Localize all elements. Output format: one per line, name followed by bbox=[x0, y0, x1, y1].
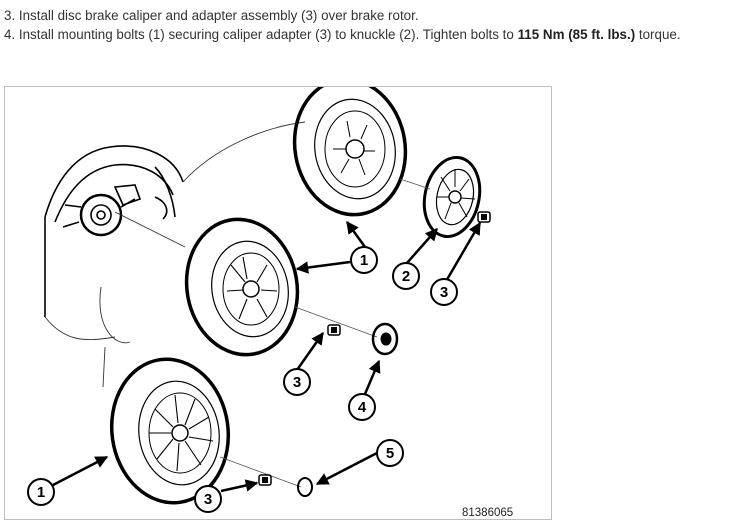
callout-3-bottom-lug-nut: 3 bbox=[194, 485, 222, 513]
vehicle-fender bbox=[44, 145, 184, 317]
svg-text:2: 2 bbox=[402, 268, 410, 285]
lug-nut-cap bbox=[297, 477, 313, 497]
bottom-lug-nut bbox=[258, 474, 272, 486]
svg-text:4: 4 bbox=[358, 399, 367, 416]
svg-text:1: 1 bbox=[37, 484, 45, 501]
wheel-installation-diagram: 1 2 3 3 4 1 3 5 81386065 bbox=[4, 86, 552, 520]
step-4-suffix: torque. bbox=[635, 27, 681, 42]
bottom-wheel bbox=[109, 357, 302, 505]
top-wheel bbox=[292, 87, 408, 217]
leader-arrows bbox=[52, 220, 482, 493]
center-cap bbox=[371, 322, 399, 356]
middle-lug-nut bbox=[327, 324, 341, 336]
diagram-drawing: 1 2 3 3 4 1 3 5 bbox=[27, 87, 491, 513]
svg-text:3: 3 bbox=[204, 491, 212, 508]
top-hubcap bbox=[399, 155, 482, 239]
svg-text:1: 1 bbox=[360, 252, 368, 269]
middle-wheel bbox=[184, 217, 378, 357]
svg-text:3: 3 bbox=[440, 284, 448, 301]
instruction-step-3: 3. Install disc brake caliper and adapte… bbox=[4, 8, 419, 23]
callout-labels: 1 2 3 3 4 1 3 5 bbox=[27, 246, 458, 513]
callout-4-center-cap: 4 bbox=[348, 393, 376, 421]
svg-text:3: 3 bbox=[293, 374, 301, 391]
callout-2-hubcap: 2 bbox=[392, 262, 420, 290]
callout-3-top-lug-nut: 3 bbox=[430, 278, 458, 306]
callout-1-top-wheel: 1 bbox=[350, 246, 378, 274]
callout-1-bottom-wheel: 1 bbox=[27, 478, 55, 506]
callout-3-middle-lug-nut: 3 bbox=[283, 368, 311, 396]
svg-text:5: 5 bbox=[386, 445, 394, 462]
instruction-step-4: 4. Install mounting bolts (1) securing c… bbox=[4, 27, 681, 43]
top-lug-nut bbox=[477, 211, 491, 223]
torque-spec: 115 Nm (85 ft. lbs.) bbox=[517, 27, 636, 42]
callout-5-lug-nut-cap: 5 bbox=[376, 439, 404, 467]
step-4-text: 4. Install mounting bolts (1) securing c… bbox=[4, 27, 518, 42]
figure-id: 81386065 bbox=[462, 507, 514, 519]
guide-lines bbox=[44, 121, 306, 388]
